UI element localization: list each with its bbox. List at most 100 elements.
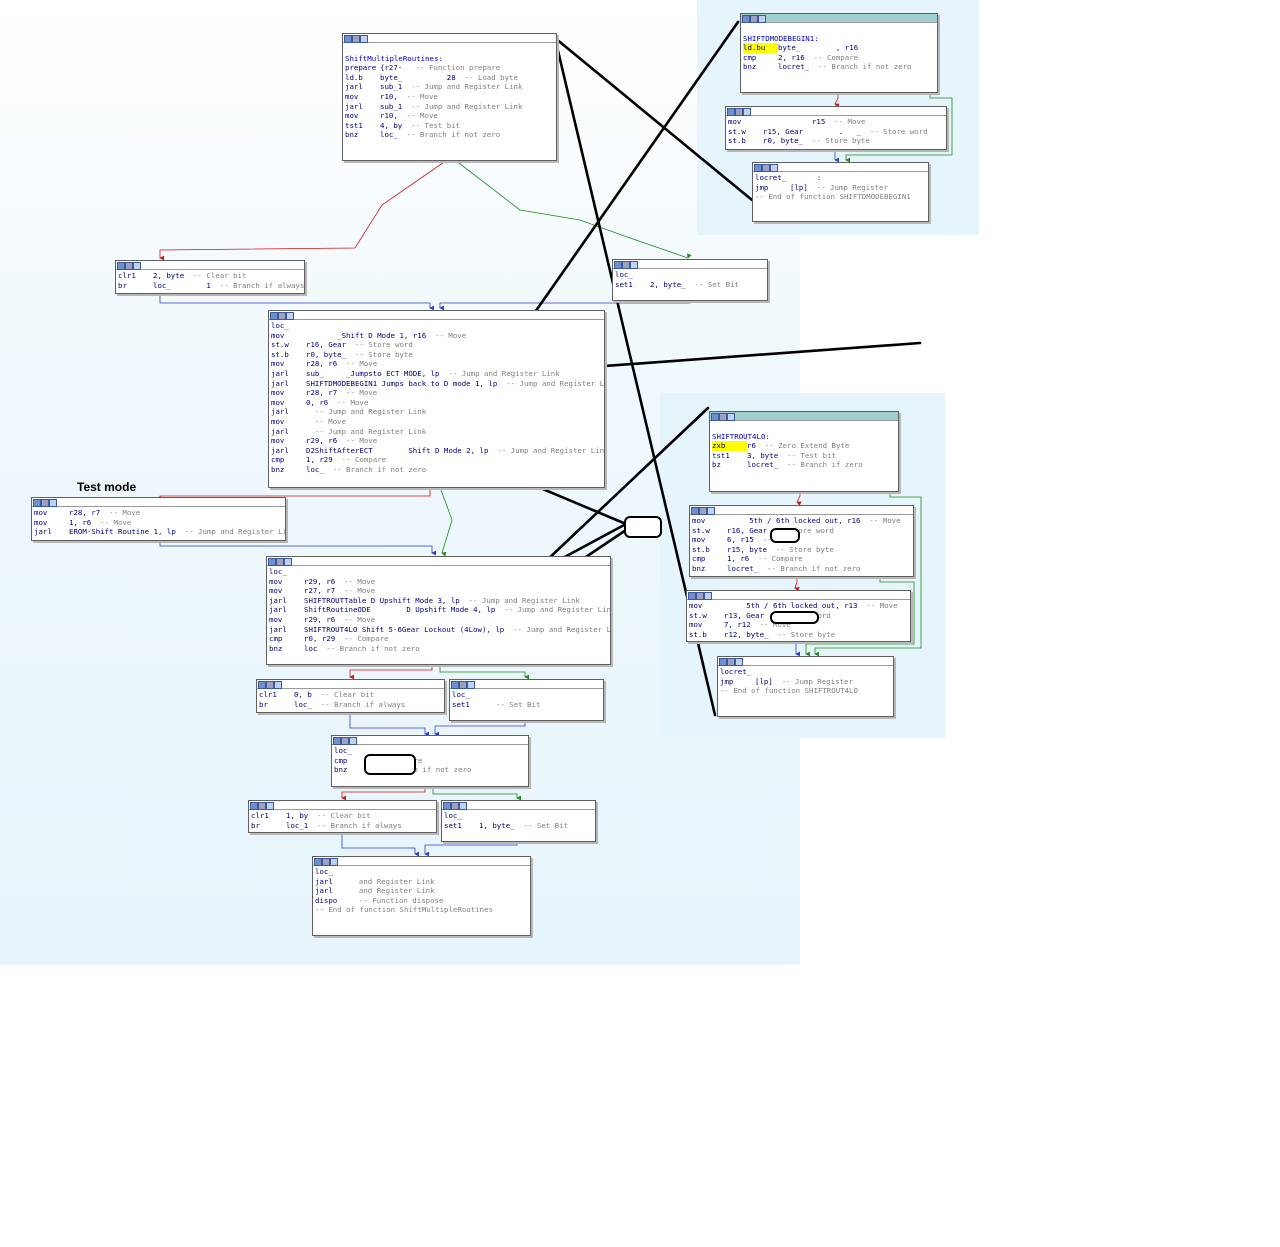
node-header[interactable] <box>613 260 767 269</box>
instruction-line[interactable]: mov -- Move <box>271 417 602 427</box>
graph-collapse-icon[interactable] <box>276 558 284 566</box>
graph-color-icon[interactable] <box>451 681 459 689</box>
graph-color-icon[interactable] <box>258 681 266 689</box>
node-header[interactable] <box>690 506 913 515</box>
graph-color-icon[interactable] <box>614 261 622 269</box>
graph-group-icon[interactable] <box>735 658 743 666</box>
instruction-line[interactable]: bnz -- Branch if not zero <box>334 765 526 775</box>
instruction-line[interactable]: loc_ <box>271 321 602 331</box>
graph-collapse-icon[interactable] <box>622 261 630 269</box>
instruction-line[interactable]: cmp -- Compare <box>334 756 526 766</box>
node-header[interactable] <box>718 657 893 666</box>
graph-color-icon[interactable] <box>344 35 352 43</box>
graph-group-icon[interactable] <box>704 592 712 600</box>
graph-group-icon[interactable] <box>727 413 735 421</box>
instruction-line[interactable]: loc_ <box>269 567 608 577</box>
graph-color-icon[interactable] <box>333 737 341 745</box>
node-header[interactable] <box>442 801 595 810</box>
node-header[interactable] <box>32 498 285 507</box>
graph-color-icon[interactable] <box>719 658 727 666</box>
graph-group-icon[interactable] <box>286 312 294 320</box>
instruction-line[interactable]: loc_ <box>615 270 765 280</box>
graph-color-icon[interactable] <box>691 507 699 515</box>
instruction-line[interactable]: jmp[lp] -- Jump Register <box>720 677 891 687</box>
graph-group-icon[interactable] <box>349 737 357 745</box>
graph-color-icon[interactable] <box>727 108 735 116</box>
graph-collapse-icon[interactable] <box>278 312 286 320</box>
graph-group-icon[interactable] <box>707 507 715 515</box>
instruction-line[interactable]: jarl and Register Link <box>315 877 528 887</box>
graph-collapse-icon[interactable] <box>125 262 133 270</box>
instruction-line[interactable]: mov _Shift D Mode 1, r16 -- Move <box>271 331 602 341</box>
graph-collapse-icon[interactable] <box>41 499 49 507</box>
node-header[interactable] <box>267 557 610 566</box>
instruction-line[interactable]: jarl -- Jump and Register Link <box>271 407 602 417</box>
graph-collapse-icon[interactable] <box>719 413 727 421</box>
graph-collapse-icon[interactable] <box>352 35 360 43</box>
graph-color-icon[interactable] <box>688 592 696 600</box>
graph-collapse-icon[interactable] <box>696 592 704 600</box>
node-header[interactable] <box>116 261 304 270</box>
graph-group-icon[interactable] <box>133 262 141 270</box>
node-header[interactable] <box>710 412 898 421</box>
graph-group-icon[interactable] <box>467 681 475 689</box>
instruction-line[interactable]: prepare{r27- -- Function prepare <box>345 63 554 73</box>
node-header[interactable] <box>257 680 444 689</box>
instruction-line[interactable]: locret_ : <box>755 173 926 183</box>
graph-collapse-icon[interactable] <box>341 737 349 745</box>
graph-color-icon[interactable] <box>270 312 278 320</box>
instruction-line[interactable]: mov r15 -- Move <box>728 117 944 127</box>
instruction-line[interactable]: loc_ <box>444 811 593 821</box>
graph-color-icon[interactable] <box>33 499 41 507</box>
node-header[interactable] <box>687 591 910 600</box>
graph-group-icon[interactable] <box>49 499 57 507</box>
graph-color-icon[interactable] <box>754 164 762 172</box>
graph-group-icon[interactable] <box>360 35 368 43</box>
graph-group-icon[interactable] <box>758 15 766 23</box>
graph-collapse-icon[interactable] <box>258 802 266 810</box>
graph-group-icon[interactable] <box>266 802 274 810</box>
graph-color-icon[interactable] <box>711 413 719 421</box>
graph-color-icon[interactable] <box>117 262 125 270</box>
graph-collapse-icon[interactable] <box>735 108 743 116</box>
graph-color-icon[interactable] <box>268 558 276 566</box>
graph-group-icon[interactable] <box>274 681 282 689</box>
graph-group-icon[interactable] <box>770 164 778 172</box>
graph-collapse-icon[interactable] <box>762 164 770 172</box>
instruction-line[interactable]: loc_ <box>315 867 528 877</box>
